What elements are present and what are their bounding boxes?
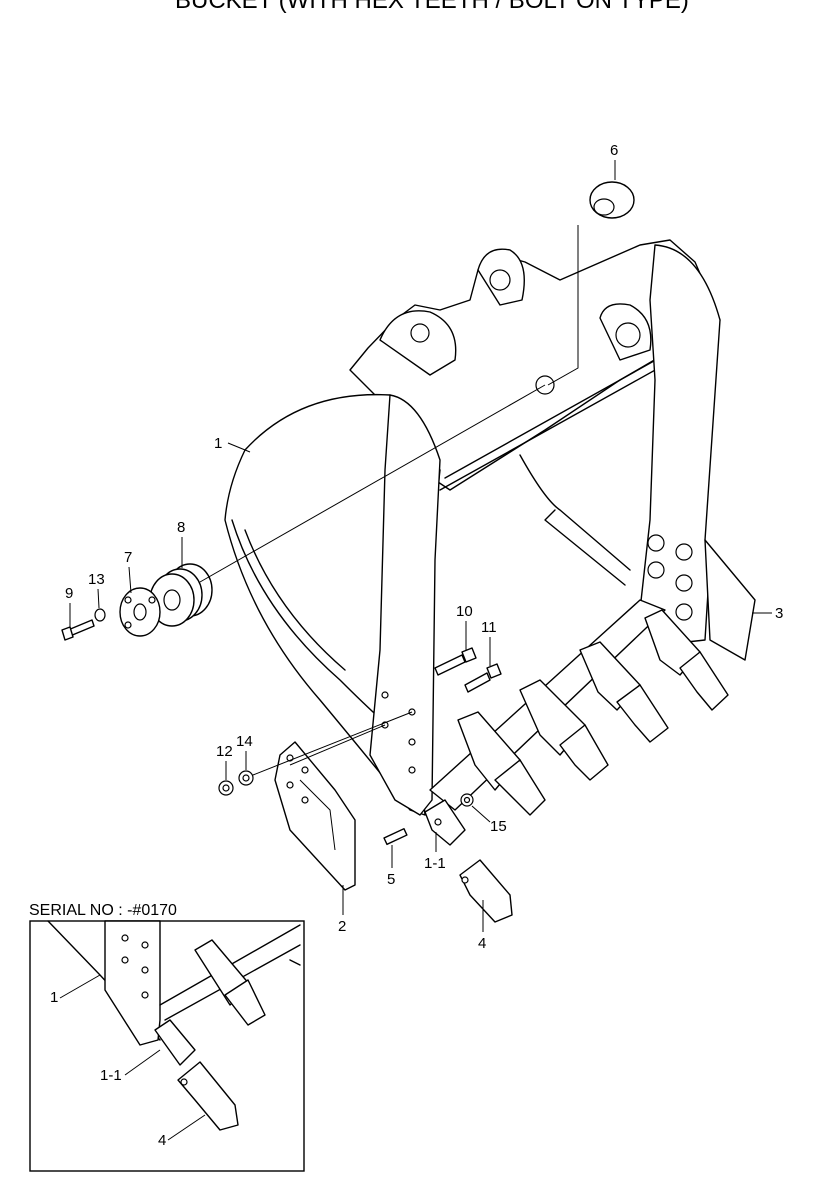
pin-part-5 — [383, 828, 408, 846]
tooth-4 — [644, 609, 729, 711]
tooth-3 — [579, 641, 669, 743]
bolt-part-9 — [61, 619, 95, 641]
callout-7: 7 — [124, 549, 132, 566]
callout-11: 11 — [481, 619, 497, 636]
callout-8: 8 — [177, 519, 185, 536]
callout-4: 4 — [478, 935, 486, 952]
alignment-line-shim — [199, 384, 546, 583]
lock-part-15 — [460, 793, 474, 807]
callout-1: 1 — [214, 435, 222, 452]
bushing-part-6 — [589, 181, 635, 219]
inset-callout-1: 1 — [50, 989, 58, 1006]
callout-12: 12 — [216, 743, 233, 760]
callout-14: 14 — [236, 733, 253, 750]
callout-labels: 1 2 3 4 5 6 7 8 9 10 11 12 13 14 15 1-1 — [65, 142, 783, 952]
inset-callouts: 1 1-1 4 — [50, 974, 206, 1149]
washer-part-13 — [94, 608, 106, 622]
inset-detail — [47, 920, 301, 1131]
washer-part-14 — [238, 770, 254, 786]
callout-10: 10 — [456, 603, 473, 620]
callout-2: 2 — [338, 918, 346, 935]
inset-callout-4: 4 — [158, 1132, 166, 1149]
alignment-line-nut — [289, 724, 386, 766]
adapter-part-1-1 — [424, 799, 466, 846]
bolt-part-10 — [434, 647, 477, 676]
inset-callout-1-1: 1-1 — [100, 1067, 122, 1084]
callout-6: 6 — [610, 142, 618, 159]
shim-part-8 — [149, 563, 213, 627]
alignment-line-bolts — [252, 711, 413, 776]
bucket-body — [224, 239, 756, 816]
callout-3: 3 — [775, 605, 783, 622]
inset-serial-label: SERIAL NO : -#0170 — [29, 902, 177, 919]
header-title: BUCKET (WITH HEX TEETH / BOLT ON TYPE) — [175, 0, 689, 14]
callout-15: 15 — [490, 818, 507, 835]
alignment-line-bushing — [547, 225, 579, 386]
plate-part-7 — [119, 587, 161, 637]
callout-5: 5 — [387, 871, 395, 888]
bolt-part-11 — [464, 663, 502, 693]
tooth-1 — [457, 711, 546, 816]
side-cutter-part-2 — [274, 741, 356, 891]
tooth-point-part-4 — [459, 859, 513, 923]
callout-13: 13 — [88, 571, 105, 588]
tooth-2 — [519, 679, 609, 781]
callout-9: 9 — [65, 585, 73, 602]
callout-1-1: 1-1 — [424, 855, 446, 872]
bucket-teeth — [457, 609, 729, 816]
nut-part-12 — [218, 780, 234, 796]
